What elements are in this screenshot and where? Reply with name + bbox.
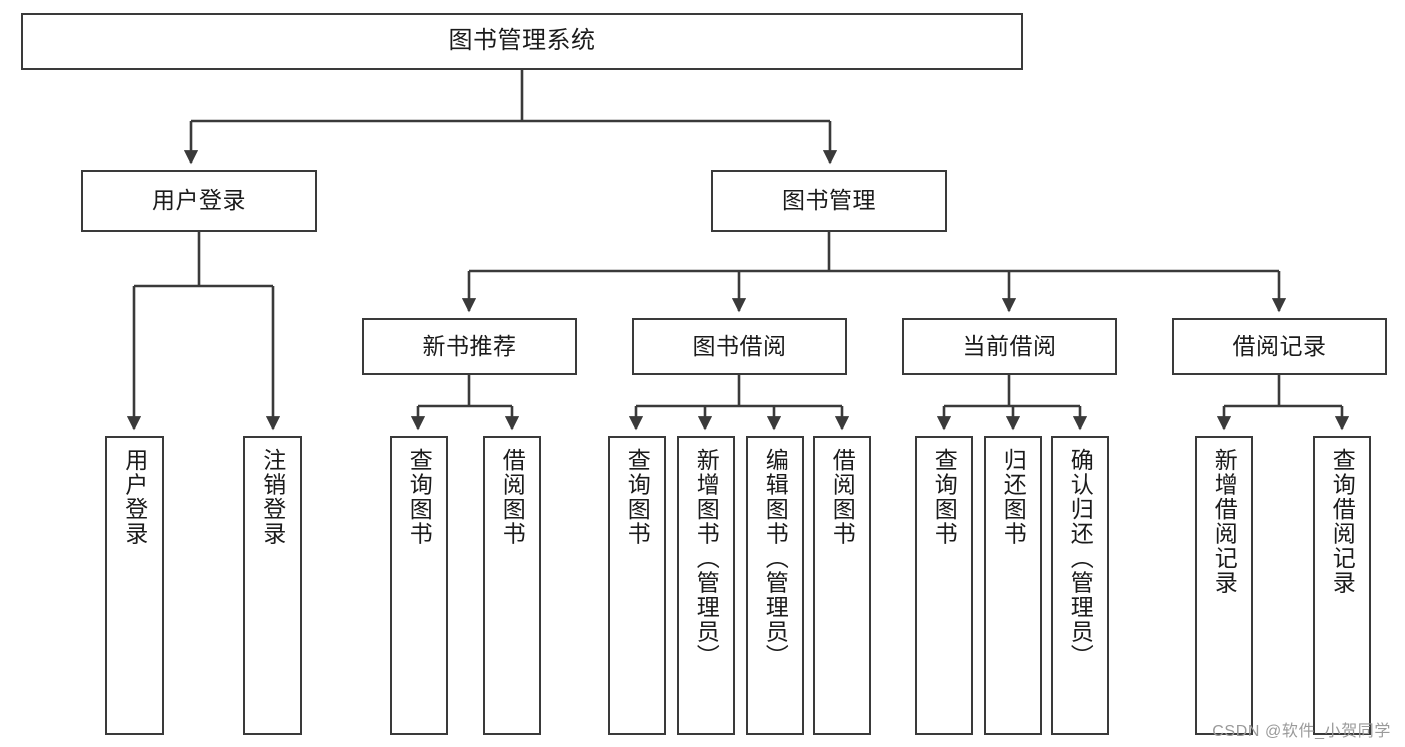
node-current-borrow[interactable]: 当前借阅 (902, 318, 1117, 375)
node-root-label: 图书管理系统 (448, 27, 596, 55)
leaf-borrow-book-2-label: 借阅图书 (829, 448, 856, 546)
leaf-return-book-label: 归还图书 (1000, 448, 1027, 546)
leaf-user-login[interactable]: 用户登录 (105, 436, 164, 735)
leaf-query-book-2[interactable]: 查询图书 (608, 436, 666, 735)
leaf-query-record[interactable]: 查询借阅记录 (1313, 436, 1371, 735)
leaf-confirm-return[interactable]: 确认归还（管理员） (1051, 436, 1109, 735)
leaf-add-book[interactable]: 新增图书（管理员） (677, 436, 735, 735)
leaf-confirm-return-label: 确认归还（管理员） (1067, 448, 1094, 669)
node-new-book-recommend[interactable]: 新书推荐 (362, 318, 577, 375)
leaf-query-book-2-label: 查询图书 (624, 448, 651, 546)
leaf-edit-book-label: 编辑图书（管理员） (762, 448, 789, 669)
leaf-user-logout-label: 注销登录 (259, 448, 286, 546)
leaf-borrow-book-1[interactable]: 借阅图书 (483, 436, 541, 735)
node-new-book-recommend-label: 新书推荐 (422, 332, 517, 359)
leaf-query-book-3-label: 查询图书 (931, 448, 958, 546)
leaf-query-book-1-label: 查询图书 (406, 448, 433, 546)
leaf-return-book[interactable]: 归还图书 (984, 436, 1042, 735)
leaf-query-book-1[interactable]: 查询图书 (390, 436, 448, 735)
node-book-borrow-label: 图书借阅 (692, 332, 787, 359)
node-user-login-label: 用户登录 (152, 187, 246, 214)
leaf-add-book-label: 新增图书（管理员） (693, 448, 720, 669)
leaf-edit-book[interactable]: 编辑图书（管理员） (746, 436, 804, 735)
node-borrow-record-label: 借阅记录 (1232, 332, 1327, 359)
node-book-management-label: 图书管理 (782, 187, 876, 214)
leaf-query-record-label: 查询借阅记录 (1329, 448, 1356, 595)
leaf-borrow-book-1-label: 借阅图书 (499, 448, 526, 546)
node-book-management[interactable]: 图书管理 (711, 170, 947, 232)
node-book-borrow[interactable]: 图书借阅 (632, 318, 847, 375)
leaf-borrow-book-2[interactable]: 借阅图书 (813, 436, 871, 735)
node-current-borrow-label: 当前借阅 (962, 332, 1057, 359)
leaf-user-login-label: 用户登录 (121, 448, 148, 546)
node-user-login[interactable]: 用户登录 (81, 170, 317, 232)
leaf-user-logout[interactable]: 注销登录 (243, 436, 302, 735)
leaf-query-book-3[interactable]: 查询图书 (915, 436, 973, 735)
csdn-watermark: CSDN @软件_小贺同学 (1212, 723, 1391, 740)
node-root[interactable]: 图书管理系统 (21, 13, 1023, 70)
leaf-add-record-label: 新增借阅记录 (1211, 448, 1238, 595)
leaf-add-record[interactable]: 新增借阅记录 (1195, 436, 1253, 735)
node-borrow-record[interactable]: 借阅记录 (1172, 318, 1387, 375)
